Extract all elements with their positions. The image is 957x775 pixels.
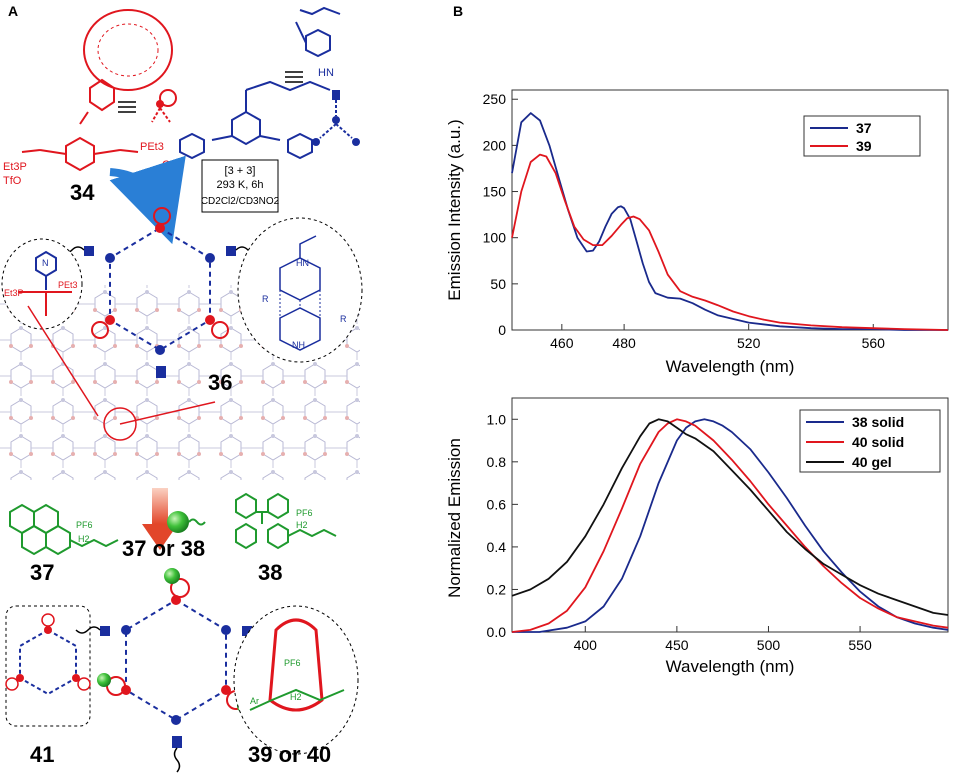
chart-top-xtick-label: 480 bbox=[612, 335, 636, 351]
zoom-circle-upy bbox=[237, 217, 363, 363]
condition-line-3: CD2Cl2/CD3NO2 bbox=[201, 196, 280, 207]
zoom-label-hn: HN bbox=[296, 258, 309, 268]
compound-38-structure bbox=[235, 492, 337, 550]
zoom-label-pf6: PF6 bbox=[284, 658, 301, 668]
chart-top-legend: 37 39 bbox=[803, 115, 921, 157]
legend-label-37: 37 bbox=[856, 120, 872, 136]
chart-bottom-legend: 38 solid 40 solid 40 gel bbox=[799, 409, 941, 473]
chart-top-ytick-label: 100 bbox=[483, 230, 507, 246]
chart-top-ytick-label: 200 bbox=[483, 137, 507, 153]
label-38-pf6: PF6 bbox=[296, 508, 313, 518]
normalized-emission-chart: 400 450 500 550 0.0 0.2 0.4 0.6 0.8 1.0 Wavelengt… bbox=[445, 397, 949, 676]
zoom-circle-pt bbox=[1, 238, 83, 330]
equivalent-symbol-34 bbox=[118, 101, 136, 113]
equivalent-symbol-35 bbox=[285, 71, 303, 83]
zoom-label-ar: Ar bbox=[250, 696, 259, 706]
atom-label-pet3: PEt3 bbox=[140, 141, 164, 153]
reaction-arrow-blue bbox=[109, 155, 186, 245]
chart-bottom-ylabel: Normalized Emission bbox=[445, 438, 464, 598]
compound-label-34: 34 bbox=[70, 180, 95, 205]
condition-line-1: [3 + 3] bbox=[225, 165, 256, 177]
chart-top-xtick-label: 560 bbox=[862, 335, 886, 351]
series-line-38-solid bbox=[512, 418, 949, 633]
legend-label-39: 39 bbox=[856, 138, 872, 154]
metallacycle-41 bbox=[5, 613, 91, 696]
zoom-label-r-right: R bbox=[340, 314, 347, 324]
panel-b-letter: B bbox=[453, 3, 463, 19]
series-line-40-solid bbox=[511, 418, 949, 633]
atom-label-et3p: Et3P bbox=[3, 161, 27, 173]
chart-top-ytick-label: 250 bbox=[483, 91, 507, 107]
compound-label-39or40: 39 or 40 bbox=[248, 742, 331, 767]
atom-label-hn: HN bbox=[318, 67, 334, 79]
compound-34-structure bbox=[21, 9, 173, 172]
cartoon-34 bbox=[151, 89, 177, 123]
chart-bottom-xtick-label: 550 bbox=[848, 637, 872, 653]
zoom-line-left bbox=[27, 305, 99, 417]
chart-bottom-ytick-label: 1.0 bbox=[487, 411, 507, 427]
chart-bottom-ytick-label: 0.2 bbox=[487, 581, 507, 597]
down-arrow-shaft bbox=[152, 488, 168, 524]
chart-bottom-ytick-label: 0.6 bbox=[487, 496, 507, 512]
zoom-label-et3p: Et3P bbox=[4, 288, 24, 298]
chart-top-ylabel: Emission Intensity (a.u.) bbox=[445, 119, 464, 300]
zoom-label-h2: H2 bbox=[290, 692, 302, 702]
label-37-pf6: PF6 bbox=[76, 520, 93, 530]
chart-bottom-xlabel: Wavelength (nm) bbox=[666, 657, 795, 676]
cartoon-35 bbox=[312, 90, 360, 146]
series-line-37 bbox=[511, 112, 948, 331]
chart-top-xtick-label: 520 bbox=[737, 335, 761, 351]
chart-bottom-xtick-label: 400 bbox=[574, 637, 598, 653]
panel-a-letter: A bbox=[8, 3, 18, 19]
chart-bottom-ytick-label: 0.8 bbox=[487, 454, 507, 470]
compound-37-structure bbox=[9, 503, 119, 556]
chart-top-ticks: 460 480 520 560 0 50 100 150 200 250 bbox=[483, 91, 886, 351]
chart-top-series bbox=[511, 112, 949, 331]
zoom-circle-host-guest bbox=[233, 605, 359, 755]
emission-intensity-chart: 460 480 520 560 0 50 100 150 200 250 Wavelength (… bbox=[445, 89, 949, 376]
legend-label-38-solid: 38 solid bbox=[852, 414, 904, 430]
label-38-h2: H2 bbox=[296, 520, 308, 530]
zoom-label-pet3: PEt3 bbox=[58, 280, 78, 290]
panel-a: A Et3P TfO PEt3 OTf 34 bbox=[0, 3, 363, 773]
compound-label-41: 41 bbox=[30, 742, 54, 767]
chart-bottom-ytick-label: 0.4 bbox=[487, 539, 507, 555]
legend-label-40-gel: 40 gel bbox=[852, 454, 892, 470]
chart-bottom-ytick-label: 0.0 bbox=[487, 624, 507, 640]
chart-top-xtick-label: 460 bbox=[550, 335, 574, 351]
chart-top-legend-box bbox=[803, 115, 921, 157]
zoom-label-r-left: R bbox=[262, 294, 269, 304]
chart-bottom-series bbox=[511, 418, 949, 633]
chart-top-ytick-label: 50 bbox=[490, 276, 506, 292]
compound-label-38: 38 bbox=[258, 560, 282, 585]
atom-label-otf: OTf bbox=[162, 159, 181, 171]
label-37-h2: H2 bbox=[78, 534, 90, 544]
chart-top-xlabel: Wavelength (nm) bbox=[666, 357, 795, 376]
down-arrow-head bbox=[142, 524, 178, 550]
compound-35-structure bbox=[179, 6, 341, 160]
atom-label-tfo: TfO bbox=[3, 175, 22, 187]
zoom-label-n: N bbox=[42, 258, 49, 268]
series-line-40-gel bbox=[511, 418, 949, 616]
chart-top-ytick-label: 150 bbox=[483, 184, 507, 200]
condition-line-2: 293 K, 6h bbox=[216, 179, 263, 191]
compound-label-37: 37 bbox=[30, 560, 54, 585]
chart-top-ytick-label: 0 bbox=[498, 322, 506, 338]
green-ball-icon bbox=[167, 511, 189, 533]
panel-b: B 460 480 520 560 0 50 100 150 200 250 Wavelength… bbox=[445, 3, 949, 676]
zoom-circle-lattice bbox=[103, 407, 137, 441]
green-tail bbox=[188, 518, 206, 526]
box-41 bbox=[5, 605, 91, 727]
chart-bottom-xtick-label: 450 bbox=[665, 637, 689, 653]
compound-label-36: 36 bbox=[208, 370, 232, 395]
legend-label-40-solid: 40 solid bbox=[852, 434, 904, 450]
conditions-box bbox=[201, 159, 279, 213]
zoom-label-nh: NH bbox=[292, 340, 305, 350]
series-line-39 bbox=[511, 153, 949, 331]
chart-bottom-xtick-label: 500 bbox=[757, 637, 781, 653]
compound-label-37or38: 37 or 38 bbox=[122, 536, 205, 561]
